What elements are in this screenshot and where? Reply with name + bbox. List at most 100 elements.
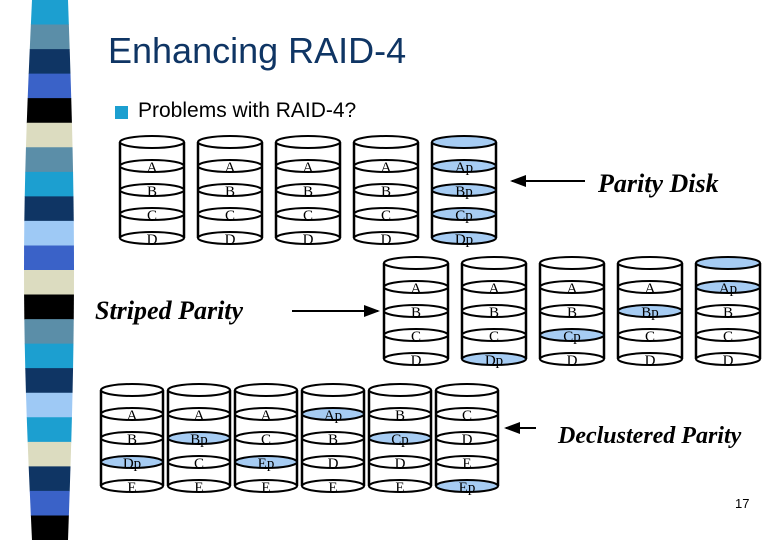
stripe-segment [24, 220, 74, 246]
disk-top [431, 135, 497, 149]
stripe-segment [24, 294, 74, 320]
block-label: Dp [485, 353, 503, 369]
block-label: A [303, 160, 314, 176]
disk-top [234, 383, 298, 397]
data-block [695, 304, 761, 318]
data-block [119, 231, 185, 245]
data-block [197, 207, 263, 221]
data-block [100, 431, 164, 445]
block-label: A [411, 281, 422, 297]
data-block [383, 304, 449, 318]
data-block [461, 328, 527, 342]
data-block [368, 455, 432, 469]
data-block [435, 455, 499, 469]
stripe-segment [30, 515, 69, 540]
block-label: A [567, 281, 578, 297]
data-block [617, 280, 683, 294]
disk-top [301, 383, 365, 397]
data-block [100, 479, 164, 493]
data-block [353, 183, 419, 197]
disk-top [197, 135, 263, 149]
block-label: A [127, 408, 138, 424]
block-label: B [395, 408, 405, 424]
block-label: C [194, 456, 204, 472]
data-block [353, 159, 419, 173]
block-label: B [328, 432, 338, 448]
block-label: C [261, 432, 271, 448]
data-block [353, 231, 419, 245]
block-label: E [395, 480, 404, 496]
block-label: Dp [455, 232, 473, 248]
stripe-segment [25, 392, 73, 418]
block-label: Ap [719, 281, 737, 297]
block-label: E [127, 480, 136, 496]
block-label: Ep [459, 480, 476, 496]
data-block [167, 455, 231, 469]
block-label: A [194, 408, 205, 424]
data-block [197, 231, 263, 245]
parity-block [100, 455, 164, 469]
block-label: D [645, 353, 656, 369]
striped-parity-caption: Striped Parity [95, 296, 244, 325]
data-block [119, 159, 185, 173]
disk-top [383, 256, 449, 270]
data-block [167, 407, 231, 421]
block-label: A [147, 160, 158, 176]
block-label: A [645, 281, 656, 297]
data-block [695, 328, 761, 342]
block-label: B [225, 184, 235, 200]
slide-title: Enhancing RAID-4 [108, 30, 407, 71]
data-block [275, 207, 341, 221]
stripe-segment [24, 343, 74, 369]
disk-top [539, 256, 605, 270]
block-label: C [303, 208, 313, 224]
stripe-segment [24, 245, 74, 271]
parity-block [539, 328, 605, 342]
block-label: B [489, 305, 499, 321]
block-label: C [381, 208, 391, 224]
parity-block [695, 280, 761, 294]
disk-top [353, 135, 419, 149]
block-label: Ep [258, 456, 275, 472]
disk-top [695, 256, 761, 270]
parity-disk-caption: Parity Disk [597, 169, 719, 198]
stripe-segment [28, 49, 71, 75]
data-block [539, 280, 605, 294]
data-block [301, 431, 365, 445]
block-label: D [567, 353, 578, 369]
stripe-segment [29, 24, 70, 50]
block-label: C [462, 408, 472, 424]
block-label: Cp [563, 329, 581, 345]
block-label: D [381, 232, 392, 248]
data-block [275, 183, 341, 197]
stripe-segment [28, 466, 71, 492]
data-block [119, 183, 185, 197]
stripe-segment [25, 368, 74, 394]
disk-top [167, 383, 231, 397]
data-block [197, 183, 263, 197]
stripe-segment [30, 0, 69, 26]
stripe-segment [26, 417, 72, 443]
block-label: C [723, 329, 733, 345]
disk-top [119, 135, 185, 149]
parity-block [368, 431, 432, 445]
data-block [234, 431, 298, 445]
data-block [383, 280, 449, 294]
data-block [539, 352, 605, 366]
page-number: 17 [735, 496, 750, 511]
block-label: D [303, 232, 314, 248]
data-block [301, 479, 365, 493]
data-block [167, 479, 231, 493]
parity-block [167, 431, 231, 445]
stripe-segment [24, 171, 74, 197]
